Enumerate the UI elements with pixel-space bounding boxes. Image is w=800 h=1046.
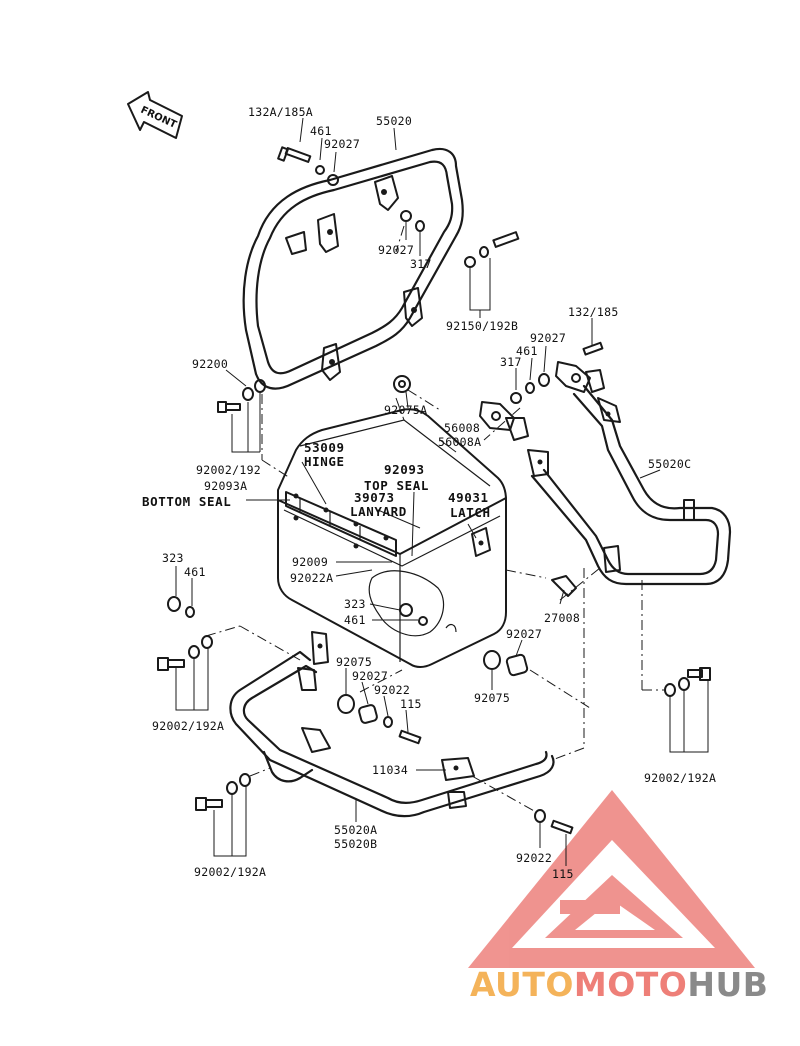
front-arrow-icon: FRONT: [127, 91, 183, 139]
label-92150-192b: 92150/192B: [446, 319, 518, 333]
nut-317-a: [415, 220, 425, 232]
label-hinge: HINGE: [304, 454, 345, 469]
label-92022-a: 92022: [374, 683, 410, 697]
label-11034: 11034: [372, 763, 408, 777]
right-side-frame-55020c: [479, 361, 732, 586]
grommet-92075-l: [337, 694, 355, 714]
label-461-d: 461: [344, 613, 366, 627]
nut-323: [167, 596, 181, 612]
label-bottom-seal: BOTTOM SEAL: [142, 494, 231, 509]
label-55020a: 55020A: [334, 823, 377, 837]
label-132-185: 132/185: [568, 305, 619, 319]
washer-92022-b: [534, 809, 546, 823]
washer-92002-l2: [226, 781, 238, 795]
washer-192a-r: [678, 677, 690, 691]
label-top-seal: TOP SEAL: [364, 478, 429, 493]
label-461-c: 461: [184, 565, 206, 579]
label-56008a: 56008A: [438, 435, 481, 449]
bolt-right: [687, 667, 711, 681]
label-92009: 92009: [292, 555, 328, 569]
collar-92027-r: [505, 653, 529, 677]
label-92002-192-top: 92002/192: [196, 463, 261, 477]
washer-461-c: [185, 606, 195, 618]
label-323-b: 323: [344, 597, 366, 611]
label-115-a: 115: [400, 697, 422, 711]
label-53009: 53009: [304, 440, 345, 455]
label-92075a: 92075A: [384, 403, 427, 417]
assembly-lines: [205, 225, 664, 813]
label-55020b: 55020B: [334, 837, 377, 851]
washer-192b: [479, 246, 489, 258]
bolt-115-a: [398, 729, 422, 745]
bolt-132a: [277, 146, 312, 163]
label-39073: 39073: [354, 490, 395, 505]
washer-92150: [464, 256, 476, 268]
washer-92027-a: [327, 174, 339, 186]
label-92093a: 92093A: [204, 479, 247, 493]
part-labels: 132A/185A 461 92027 55020 92027 317 9215…: [142, 105, 716, 881]
label-323-a: 323: [162, 551, 184, 565]
washer-192a-l2: [239, 773, 251, 787]
label-92027-e: 92027: [352, 669, 388, 683]
bolt-92150: [492, 231, 520, 248]
clip-27008: [551, 575, 577, 597]
bolt-92200: [217, 401, 241, 413]
washer-92027-c: [538, 373, 550, 387]
washer-92002-top: [242, 387, 254, 401]
washer-92002-l1: [188, 645, 200, 659]
label-317-a: 317: [410, 257, 432, 271]
label-56008: 56008: [444, 421, 480, 435]
label-latch: LATCH: [450, 505, 491, 520]
grommet-92075a: [393, 375, 411, 393]
watermark-text: AUTOMOTOHUB: [470, 965, 768, 1004]
label-92027-b: 92027: [378, 243, 414, 257]
label-92002-192a-right: 92002/192A: [644, 771, 716, 785]
watermark-part-auto: AUTO: [470, 965, 574, 1004]
label-92022-b: 92022: [516, 851, 552, 865]
bolt-left-upper: [157, 657, 185, 671]
label-461-a: 461: [310, 124, 332, 138]
label-92027-a: 92027: [324, 137, 360, 151]
collar-92027-l: [358, 704, 378, 724]
label-92075-b: 92075: [474, 691, 510, 705]
label-92075-a: 92075: [336, 655, 372, 669]
bolt-115-b: [550, 819, 574, 835]
bolt-left-lower: [195, 797, 223, 811]
washer-92022-l: [383, 716, 393, 728]
label-92022a: 92022A: [290, 571, 333, 585]
label-92027-d: 92027: [506, 627, 542, 641]
label-317-b: 317: [500, 355, 522, 369]
label-27008: 27008: [544, 611, 580, 625]
label-55020c: 55020C: [648, 457, 691, 471]
label-92002-192a-bottom: 92002/192A: [194, 865, 266, 879]
label-92093: 92093: [384, 462, 425, 477]
label-461-b: 461: [516, 344, 538, 358]
washer-92027-b: [400, 210, 412, 222]
label-49031: 49031: [448, 490, 489, 505]
label-115-b: 115: [552, 867, 574, 881]
washer-192a-l1: [201, 635, 213, 649]
label-lanyard: LANYARD: [350, 504, 407, 519]
label-92002-192a-left: 92002/192A: [152, 719, 224, 733]
automotohub-logo-icon: [468, 790, 755, 968]
lower-side-frame-55020a: [229, 631, 555, 818]
label-92200: 92200: [192, 357, 228, 371]
watermark-part-moto: MOTO: [574, 965, 687, 1004]
grommet-92075-r: [483, 650, 501, 670]
washer-461-b: [525, 382, 535, 394]
washer-461-a: [315, 165, 325, 175]
front-arrow-label: FRONT: [139, 105, 178, 131]
label-55020: 55020: [376, 114, 412, 128]
watermark-part-hub: HUB: [687, 965, 768, 1004]
label-92027-c: 92027: [530, 331, 566, 345]
leader-lines: [175, 117, 709, 866]
washer-92002-r: [664, 683, 676, 697]
nut-317-b: [510, 392, 522, 404]
label-132a-185a: 132A/185A: [248, 105, 313, 119]
bolt-132-185: [582, 341, 604, 356]
